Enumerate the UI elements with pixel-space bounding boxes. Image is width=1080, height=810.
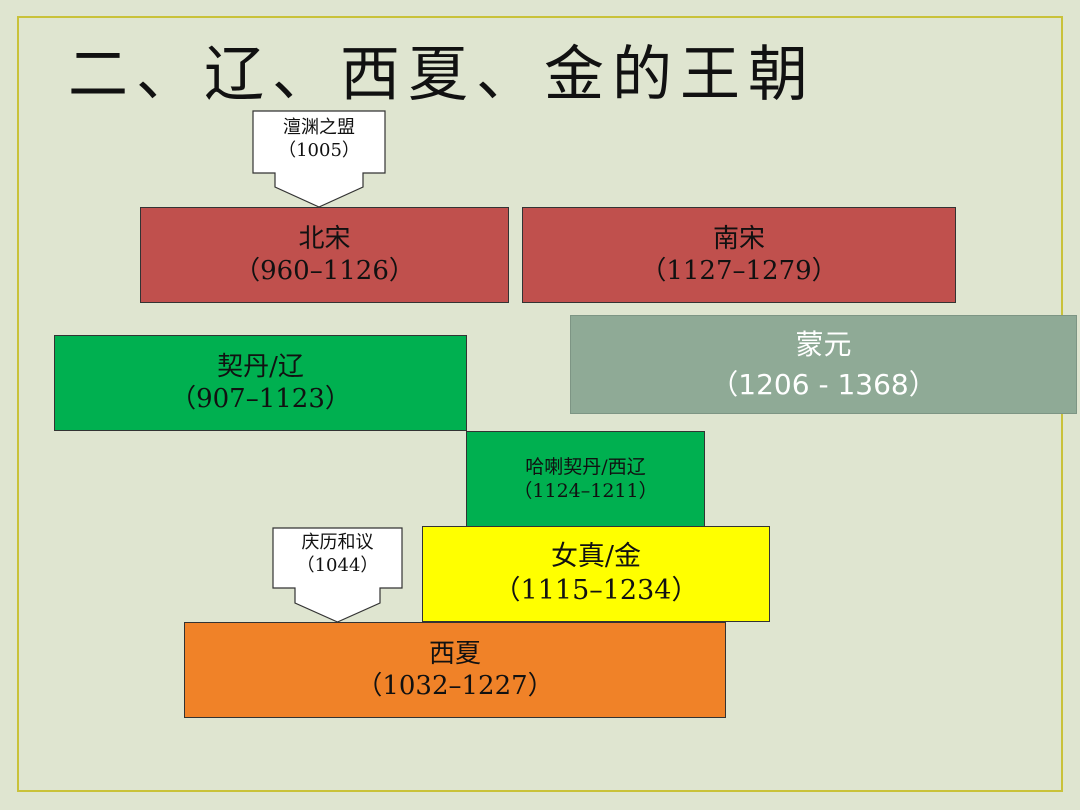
dynasty-name: 西夏 [428, 638, 481, 669]
dynasty-name: 蒙元 [795, 328, 852, 362]
treaty-arrow-chanyuan: 澶渊之盟 （1005） [252, 110, 386, 208]
dynasty-years: （1115–1234） [493, 575, 699, 606]
dynasty-box-northern-song: 北宋 （960–1126） [140, 207, 509, 303]
treaty-year: （1005） [278, 140, 360, 162]
dynasty-name: 南宋 [712, 223, 765, 254]
dynasty-years: （960–1126） [234, 256, 415, 286]
dynasty-name: 契丹/辽 [217, 351, 304, 382]
dynasty-box-khitan-liao: 契丹/辽 （907–1123） [54, 335, 467, 431]
dynasty-box-western-xia: 西夏 （1032–1227） [184, 622, 726, 718]
down-arrow-icon [252, 110, 386, 208]
dynasty-years: （1124–1211） [513, 479, 658, 502]
dynasty-name: 女真/金 [550, 541, 642, 573]
dynasty-box-mongol-yuan: 蒙元 （1206 - 1368） [570, 315, 1077, 414]
treaty-name: 澶渊之盟 [283, 117, 355, 138]
page-title: 二、辽、西夏、金的王朝 [68, 40, 816, 110]
treaty-arrow-qingli: 庆历和议 （1044） [272, 527, 403, 623]
dynasty-years: （1032–1227） [356, 671, 554, 701]
dynasty-years: （907–1123） [170, 384, 351, 414]
treaty-name: 庆历和议 [301, 532, 374, 553]
dynasty-name: 哈喇契丹/西辽 [525, 455, 646, 478]
treaty-year: （1044） [296, 555, 379, 577]
down-arrow-icon [272, 527, 403, 623]
dynasty-box-western-liao: 哈喇契丹/西辽 （1124–1211） [466, 431, 705, 528]
dynasty-box-southern-song: 南宋 （1127–1279） [522, 207, 956, 303]
dynasty-box-jurchen-jin: 女真/金 （1115–1234） [422, 526, 770, 622]
dynasty-years: （1206 - 1368） [710, 367, 937, 401]
dynasty-years: （1127–1279） [640, 256, 838, 286]
dynasty-name: 北宋 [298, 223, 351, 254]
